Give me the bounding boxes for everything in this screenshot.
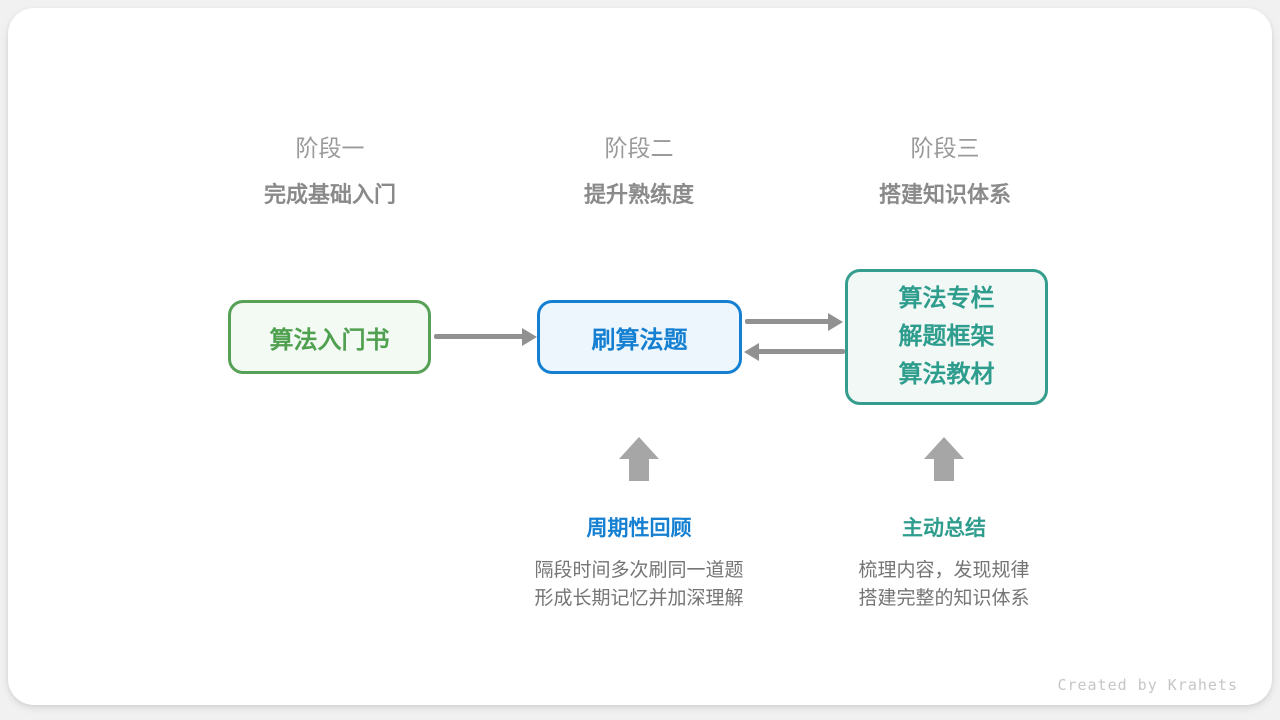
stage-1-title: 完成基础入门 — [263, 182, 396, 207]
stage-2-title: 提升熟练度 — [583, 182, 694, 207]
node-practice-problems: 刷算法题 — [537, 300, 742, 374]
up-arrow-stem — [934, 459, 954, 481]
up-arrow-review-icon — [619, 437, 659, 481]
arrow-head-right-icon — [828, 313, 843, 331]
stage-3-title: 搭建知识体系 — [878, 182, 1011, 207]
node-intro-book: 算法入门书 — [228, 300, 431, 374]
annotation-review-desc: 隔段时间多次刷同一道题 形成长期记忆并加深理解 — [459, 557, 819, 613]
node-resources-line-2: 解题框架 — [898, 323, 995, 350]
arrow-shaft — [745, 319, 830, 324]
up-arrow-triangle — [619, 437, 659, 459]
up-arrow-triangle — [924, 437, 964, 459]
annotation-summarize-desc: 梳理内容，发现规律 搭建完整的知识体系 — [764, 557, 1124, 613]
up-arrow-stem — [629, 459, 649, 481]
annotation-summarize-desc-line-2: 搭建完整的知识体系 — [858, 588, 1030, 609]
annotation-review-desc-line-2: 形成长期记忆并加深理解 — [534, 588, 744, 609]
arrow-shaft — [757, 349, 845, 354]
annotation-review-desc-line-1: 隔段时间多次刷同一道题 — [534, 560, 744, 581]
node-intro-book-label: 算法入门书 — [269, 326, 390, 354]
up-arrow-summarize-icon — [924, 437, 964, 481]
arrow-shaft — [434, 334, 524, 339]
stage-1-label: 阶段一 — [295, 135, 365, 161]
arrow-head-right-icon — [522, 328, 537, 346]
annotation-summarize-title: 主动总结 — [902, 517, 986, 540]
node-practice-problems-label: 刷算法题 — [591, 326, 688, 354]
node-resources-line-1: 算法专栏 — [898, 285, 995, 312]
node-knowledge-resources: 算法专栏 解题框架 算法教材 — [845, 269, 1048, 405]
arrow-head-left-icon — [744, 343, 759, 361]
stage-3-label: 阶段三 — [910, 135, 980, 161]
node-resources-line-3: 算法教材 — [898, 361, 995, 388]
stage-2-label: 阶段二 — [604, 135, 674, 161]
credit-text: Created by Krahets — [1057, 676, 1238, 694]
annotation-review-title: 周期性回顾 — [586, 517, 692, 540]
annotation-summarize-desc-line-1: 梳理内容，发现规律 — [858, 560, 1030, 581]
